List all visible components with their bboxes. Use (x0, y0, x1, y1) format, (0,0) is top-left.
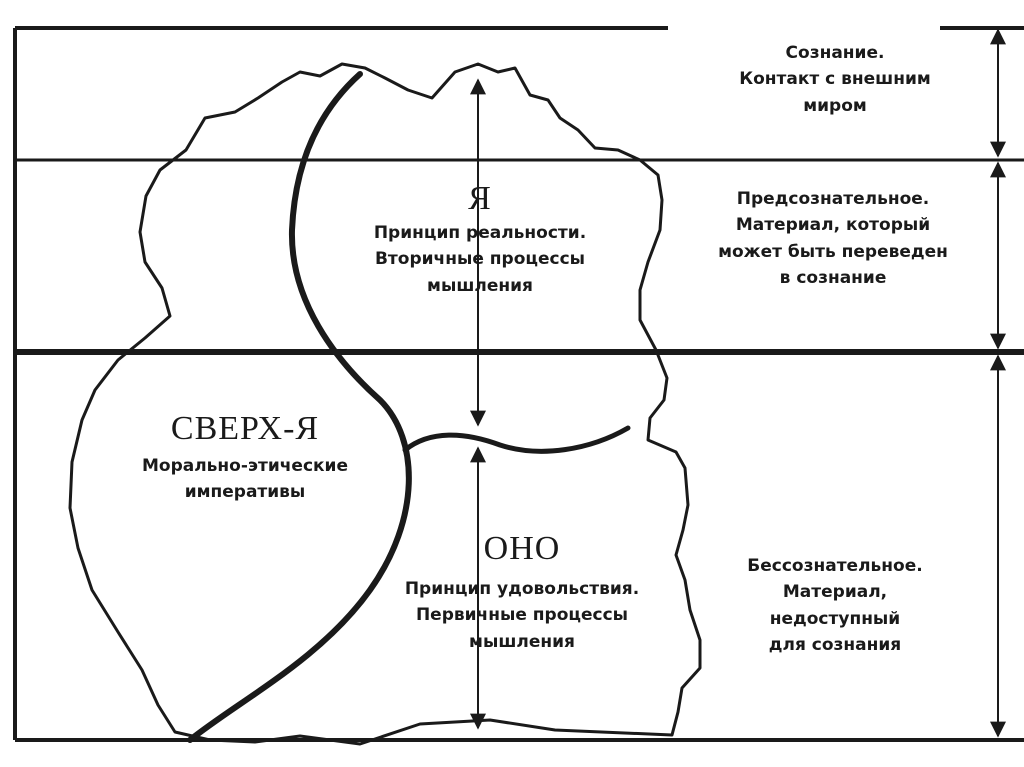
ego-name: Я (468, 180, 492, 217)
unconscious-line-2: недоступный (769, 608, 901, 629)
preconscious-label: Предсознательное. Материал, который може… (678, 186, 988, 291)
id-line-3: мышления (469, 631, 575, 652)
conscious-label: Сознание. Контакт с внешним миром (690, 40, 980, 119)
unconscious-label: Бессознательное. Материал, недоступный д… (690, 553, 980, 658)
id-line-2: Первичные процессы (415, 605, 629, 626)
superego-line-1: Морально-этические (141, 456, 349, 476)
conscious-line-2: миром (803, 95, 867, 116)
psyche-outline (68, 62, 702, 746)
ego-line-3: мышления (427, 275, 533, 296)
superego-line-2: императивы (184, 482, 306, 503)
ego-line-1: Принцип реальности. (373, 223, 587, 243)
superego-divider (187, 71, 412, 743)
unconscious-line-1: Материал, (782, 582, 888, 603)
conscious-line-1: Контакт с внешним (739, 69, 931, 90)
preconscious-line-2: может быть переведен (718, 241, 948, 262)
ego-region-label: Я Принцип реальности. Вторичные процессы… (325, 178, 635, 299)
conscious-title: Сознание. (785, 43, 885, 63)
id-region-label: ОНО Принцип удовольствия. Первичные проц… (362, 522, 682, 655)
id-name: ОНО (483, 530, 561, 567)
unconscious-title: Бессознательное. (747, 556, 923, 576)
id-line-1: Принцип удовольствия. (404, 579, 640, 599)
preconscious-line-1: Материал, который (735, 215, 931, 236)
preconscious-title: Предсознательное. (736, 189, 930, 209)
superego-name: СВЕРХ-Я (170, 410, 320, 447)
unconscious-line-3: для сознания (768, 635, 902, 656)
ego-id-divider (402, 425, 631, 454)
superego-region-label: СВЕРХ-Я Морально-этические императивы (95, 405, 395, 506)
ego-line-2: Вторичные процессы (374, 249, 586, 270)
preconscious-line-3: в сознание (779, 268, 887, 289)
